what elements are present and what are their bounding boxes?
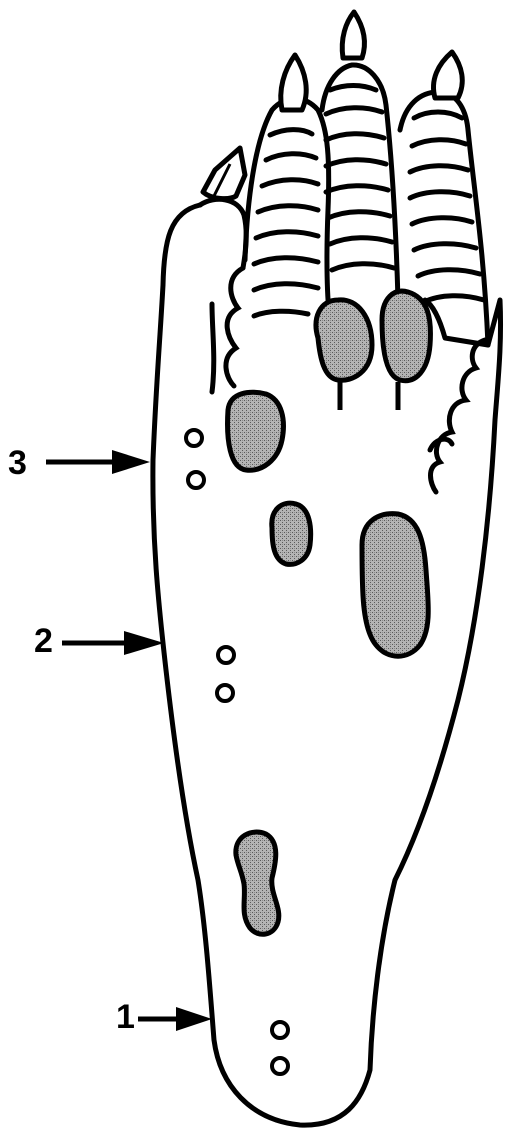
marker-3-label: 3	[8, 444, 27, 482]
digit-1-scale	[212, 304, 214, 392]
pad-digit-2	[316, 300, 372, 380]
marker-2: 2	[34, 622, 164, 660]
marker-2-arrowhead	[124, 631, 164, 655]
digit-4-claw	[434, 52, 463, 98]
marker-1: 1	[116, 998, 212, 1036]
marker-3: 3	[8, 444, 150, 482]
digit-4-scales	[410, 112, 484, 302]
digit-3	[322, 12, 398, 300]
marker-3-arrowhead	[112, 450, 150, 474]
marker-1-arrowhead	[176, 1007, 212, 1031]
digit-2-claw	[281, 55, 306, 110]
pad-middle-large	[362, 514, 428, 657]
digit-3-claw	[342, 12, 364, 58]
digit-3-scales	[326, 86, 394, 271]
pad-middle-small	[272, 503, 311, 564]
pad-digit-3	[382, 291, 430, 381]
marker-1-label: 1	[116, 998, 135, 1036]
marker-2-label: 2	[34, 622, 53, 660]
pad-upper-left	[228, 392, 284, 470]
